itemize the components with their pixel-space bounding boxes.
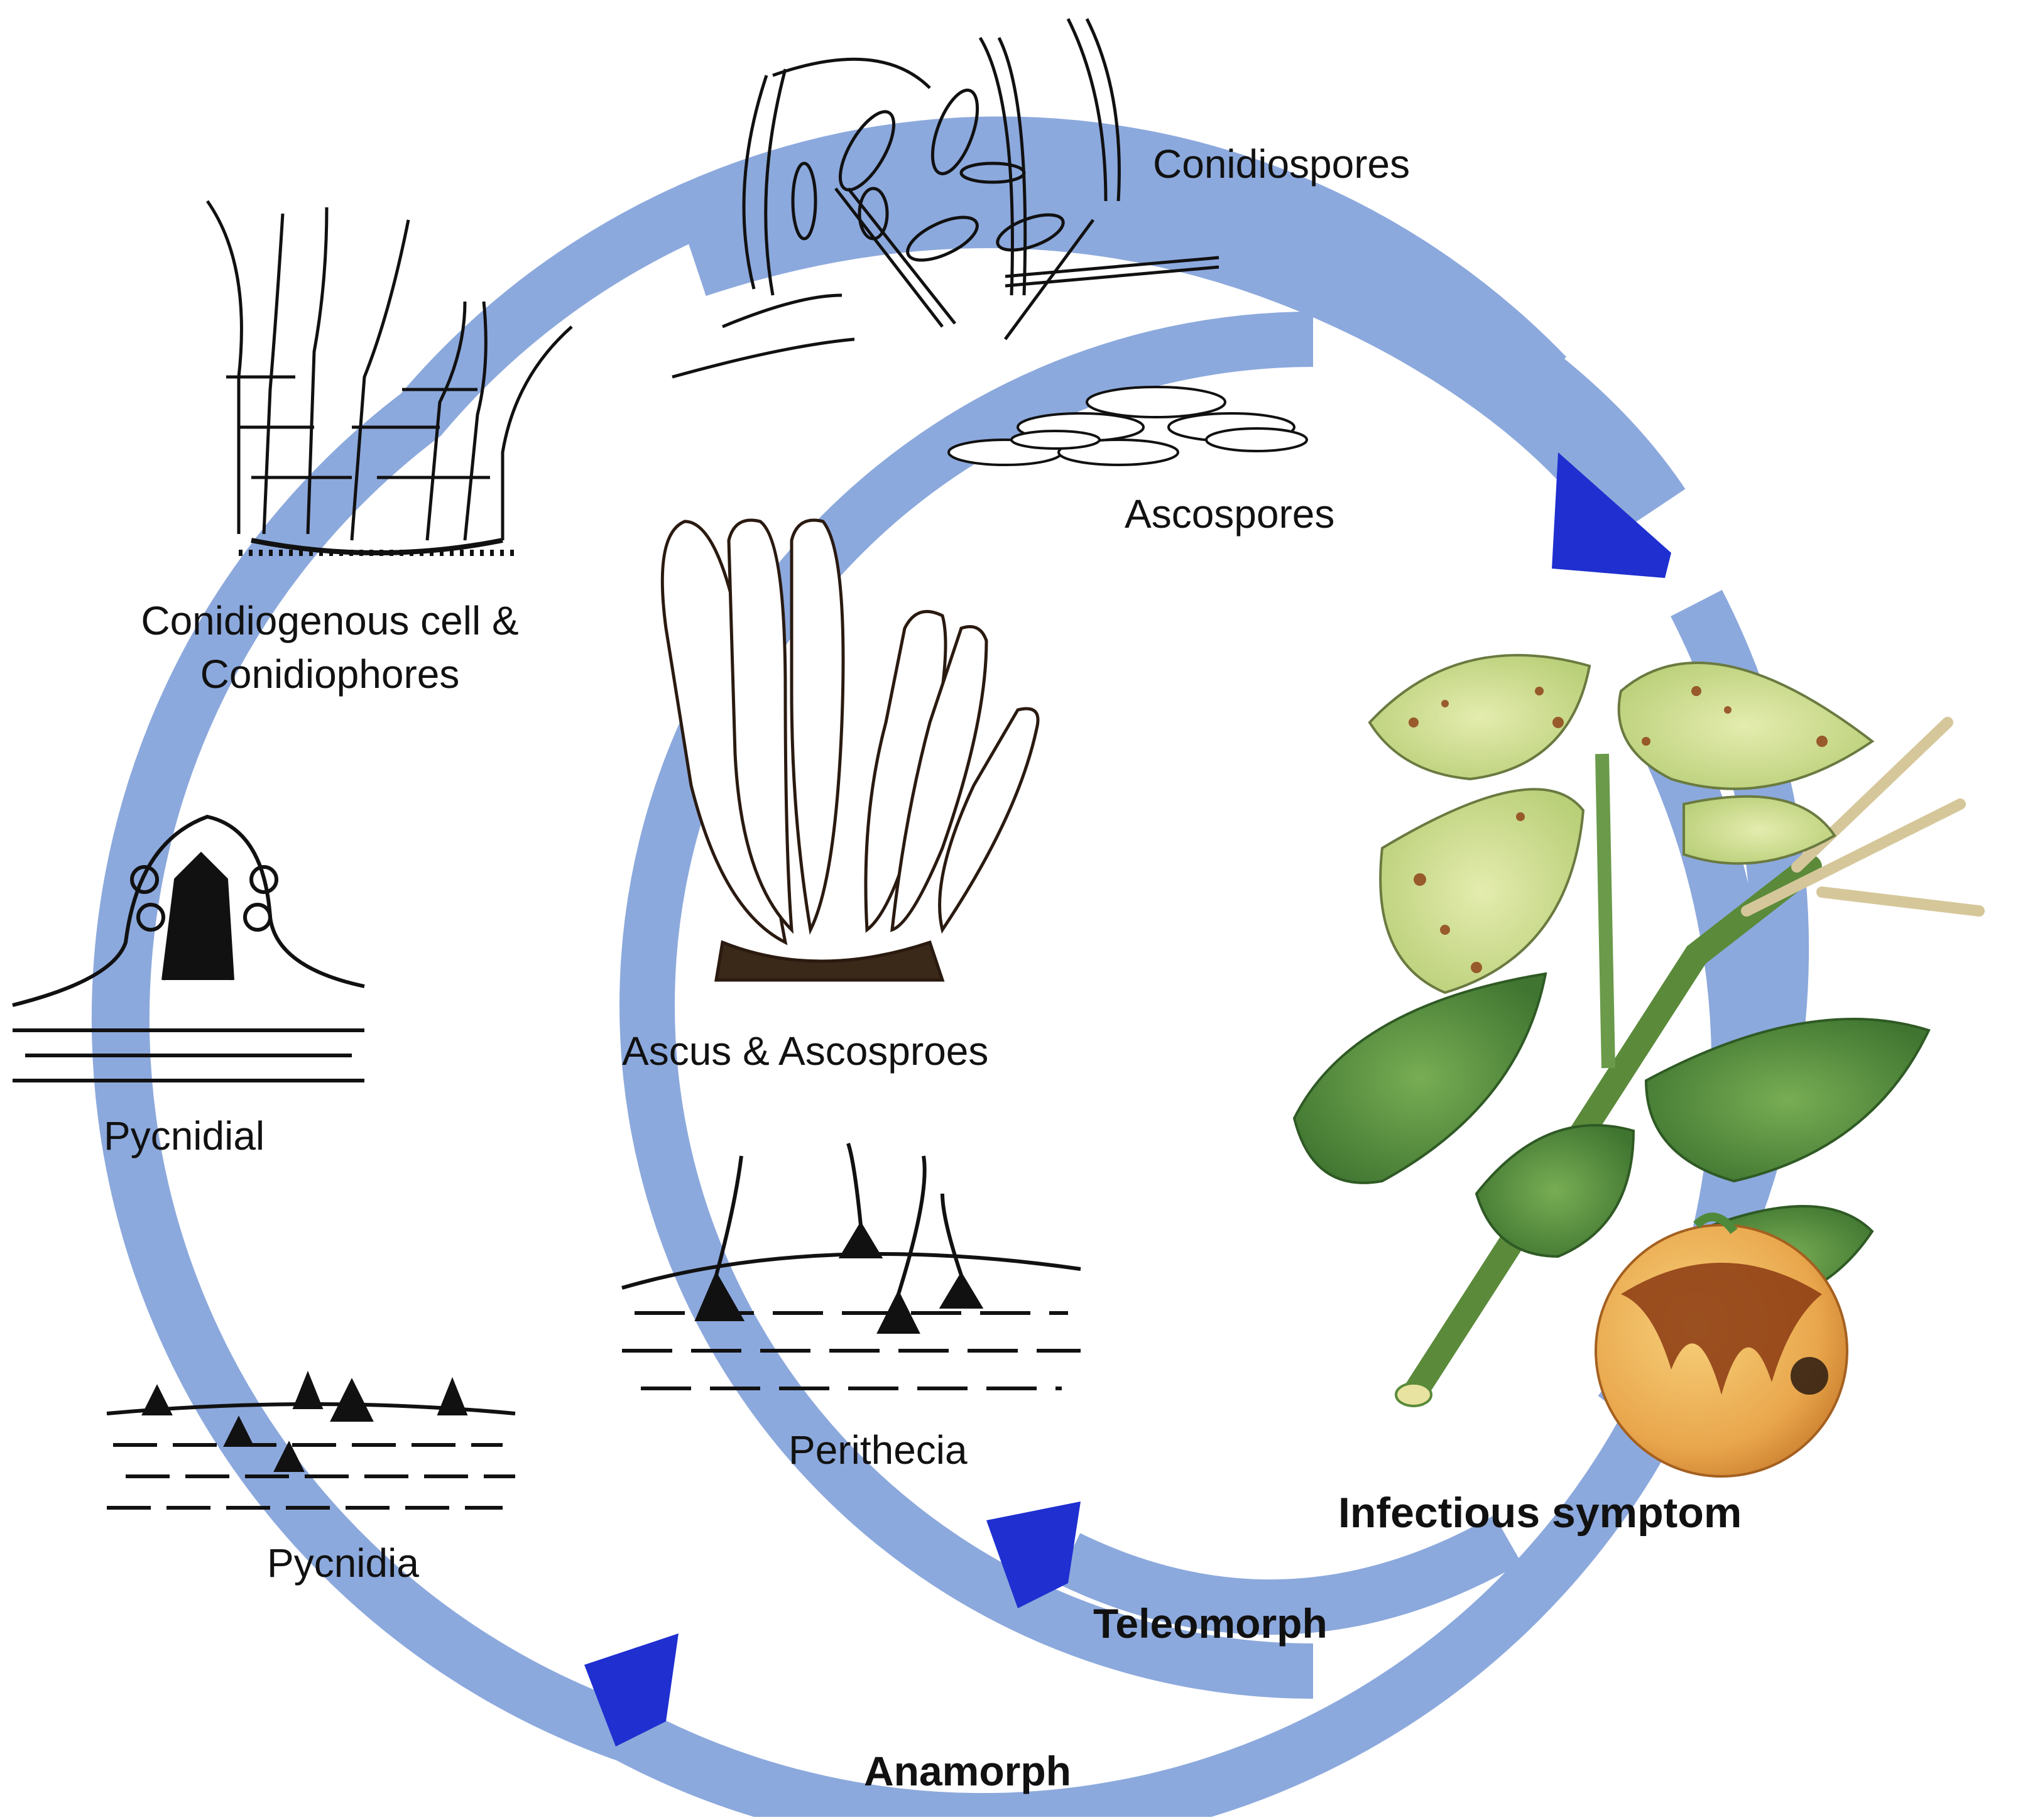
conidiospores-illustration bbox=[672, 18, 1219, 379]
conidiogenous-label-line1: Conidiogenous cell & bbox=[141, 598, 519, 643]
top-sweep-arrow bbox=[676, 154, 1686, 542]
conidiophores-illustration bbox=[205, 200, 573, 556]
ascospores-label: Ascospores bbox=[1125, 491, 1335, 537]
pycnidial-label: Pycnidial bbox=[104, 1113, 265, 1158]
teleomorph-arrowhead bbox=[986, 1501, 1081, 1608]
anamorph-label: Anamorph bbox=[864, 1748, 1071, 1794]
pycnidia-illustration bbox=[106, 1370, 516, 1510]
citrus-branch-illustration bbox=[1292, 653, 1985, 1478]
top-right-arrowhead bbox=[1552, 452, 1671, 578]
inner-bottom-sweep bbox=[1055, 1515, 1522, 1635]
conidiogenous-label-line2: Conidiophores bbox=[200, 651, 460, 697]
inner-cycle-arrow bbox=[619, 312, 1314, 1699]
pycnidia-label: Pycnidia bbox=[267, 1540, 419, 1586]
ascospores-illustration bbox=[947, 386, 1308, 466]
conidiospores-label: Conidiospores bbox=[1153, 141, 1410, 187]
pycnidial-illustration bbox=[12, 814, 365, 1082]
perithecia-illustration bbox=[621, 1143, 1081, 1390]
perithecia-label: Perithecia bbox=[788, 1427, 968, 1473]
teleomorph-label: Teleomorph bbox=[1093, 1600, 1328, 1647]
infectious-symptom-label: Infectious symptom bbox=[1338, 1489, 1742, 1537]
anamorph-arrowhead bbox=[584, 1633, 679, 1746]
ascus-illustration bbox=[660, 518, 1040, 982]
ascus-label: Ascus & Ascosproes bbox=[622, 1028, 989, 1074]
